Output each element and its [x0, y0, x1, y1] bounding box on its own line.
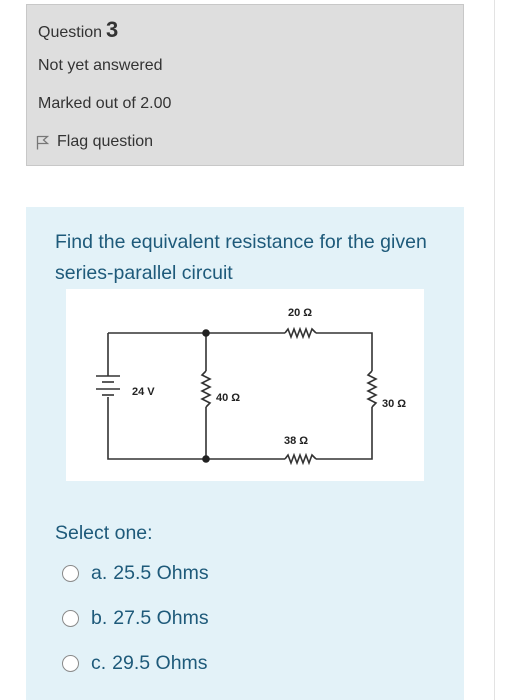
answer-option-b[interactable]: b. 27.5 Ohms [62, 607, 209, 630]
resistor-38-label: 38 Ω [284, 435, 308, 447]
option-letter: a. [91, 562, 108, 584]
resistor-40-ohm [200, 370, 212, 408]
select-one-prompt: Select one: [55, 522, 153, 544]
answer-status: Not yet answered [38, 57, 163, 74]
circuit-diagram: 24 V 40 Ω 20 Ω 30 Ω 38 Ω [66, 289, 424, 481]
question-label: Question [38, 24, 103, 41]
flag-question-label: Flag question [57, 133, 154, 150]
page-divider [494, 0, 495, 700]
option-text: 29.5 Ohms [112, 652, 208, 674]
resistor-20-ohm [284, 326, 317, 340]
junction-node-bottom [202, 455, 210, 463]
flag-icon [36, 135, 49, 149]
radio-button[interactable] [62, 655, 79, 672]
question-number: 3 [106, 17, 119, 42]
resistor-20-label: 20 Ω [288, 307, 312, 319]
radio-button[interactable] [62, 610, 79, 627]
radio-button[interactable] [62, 565, 79, 582]
resistor-30-ohm [366, 370, 378, 408]
option-text: 25.5 Ohms [113, 562, 209, 584]
question-marks: Marked out of 2.00 [38, 95, 172, 112]
question-text: Find the equivalent resistance for the g… [55, 231, 427, 284]
option-letter: c. [91, 652, 107, 674]
resistor-38-ohm [284, 452, 317, 466]
answer-option-c[interactable]: c. 29.5 Ohms [62, 652, 208, 675]
wire-right [206, 407, 373, 460]
junction-node-top [202, 329, 210, 337]
option-letter: b. [91, 607, 108, 629]
source-voltage-label: 24 V [132, 386, 155, 398]
wire-left-top [107, 332, 206, 376]
option-text: 27.5 Ohms [113, 607, 209, 629]
question-content: Find the equivalent resistance for the g… [26, 207, 464, 700]
resistor-40-label: 40 Ω [216, 392, 240, 404]
flag-question-link[interactable]: Flag question [36, 133, 153, 151]
battery-symbol [96, 375, 120, 396]
wire-left-bottom [107, 397, 206, 460]
resistor-30-label: 30 Ω [382, 398, 406, 410]
answer-option-a[interactable]: a. 25.5 Ohms [62, 562, 209, 585]
wire-top [206, 332, 373, 371]
